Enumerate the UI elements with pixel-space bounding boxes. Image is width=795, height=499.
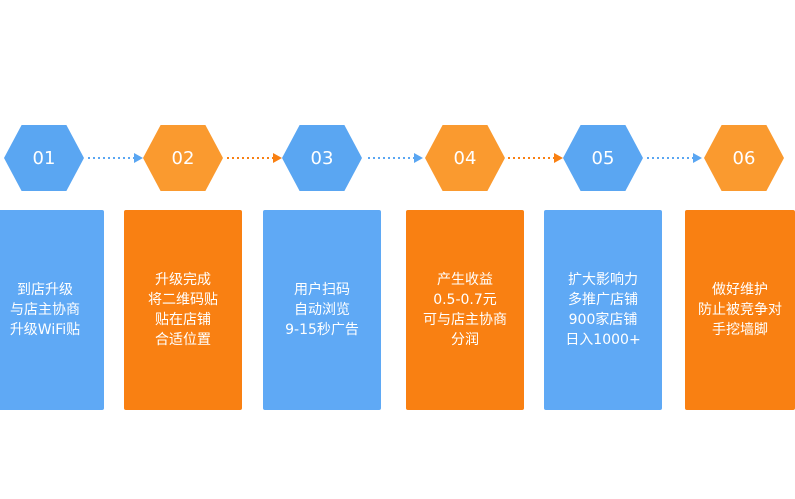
step-03-number: 03	[310, 147, 334, 169]
step-03-line-3: 9-15秒广告	[285, 322, 359, 338]
step-05-card: 扩大影响力 多推广店铺 900家店铺 日入1000+	[544, 210, 662, 410]
step-06-hexagon: 06	[704, 125, 784, 191]
step-05-line-3: 900家店铺	[568, 312, 638, 328]
step-04-line-2: 0.5-0.7元	[433, 292, 497, 308]
step-03-line-1: 用户扫码	[294, 282, 350, 298]
step-03-card: 用户扫码 自动浏览 9-15秒广告	[263, 210, 381, 410]
step-05-hexagon: 05	[563, 125, 643, 191]
step-04-card: 产生收益 0.5-0.7元 可与店主协商 分润	[406, 210, 524, 410]
step-06-line-2: 防止被竞争对	[698, 302, 782, 318]
step-04-line-4: 分润	[451, 332, 479, 348]
step-02-card: 升级完成 将二维码贴 贴在店铺 合适位置	[124, 210, 242, 410]
step-02-number: 02	[171, 147, 195, 169]
step-03-line-2: 自动浏览	[294, 302, 350, 318]
arrow-connector-3	[368, 153, 423, 163]
step-05-line-2: 多推广店铺	[567, 292, 638, 308]
step-04-hexagon: 04	[425, 125, 505, 191]
step-01-line-1: 到店升级	[16, 282, 73, 298]
step-02-line-3: 贴在店铺	[155, 312, 211, 328]
step-06-card: 做好维护 防止被竞争对 手挖墙脚	[685, 210, 795, 410]
step-01-line-3: 升级WiFi贴	[9, 322, 81, 338]
step-01-number: 01	[32, 147, 56, 169]
step-05-line-4: 日入1000+	[565, 332, 641, 348]
arrow-connector-5	[647, 153, 702, 163]
step-04-number: 04	[453, 147, 477, 169]
step-02-line-2: 将二维码贴	[148, 292, 218, 308]
step-04-line-3: 可与店主协商	[423, 312, 507, 328]
arrow-connector-1	[88, 153, 143, 163]
step-06-number: 06	[732, 147, 756, 169]
step-02-line-4: 合适位置	[155, 332, 211, 348]
step-01-hexagon: 01	[4, 125, 84, 191]
step-01-card: 到店升级 与店主协商 升级WiFi贴	[0, 210, 104, 410]
step-05-line-1: 扩大影响力	[567, 272, 638, 288]
step-04-line-1: 产生收益	[437, 272, 493, 288]
arrow-connector-2	[227, 153, 282, 163]
step-02-line-1: 升级完成	[155, 272, 211, 288]
step-06-line-1: 做好维护	[712, 282, 768, 298]
step-01-line-2: 与店主协商	[9, 302, 80, 318]
step-06-line-3: 手挖墙脚	[712, 322, 768, 338]
step-05-number: 05	[591, 147, 615, 169]
step-02-hexagon: 02	[143, 125, 223, 191]
arrow-connector-4	[508, 153, 563, 163]
step-03-hexagon: 03	[282, 125, 362, 191]
